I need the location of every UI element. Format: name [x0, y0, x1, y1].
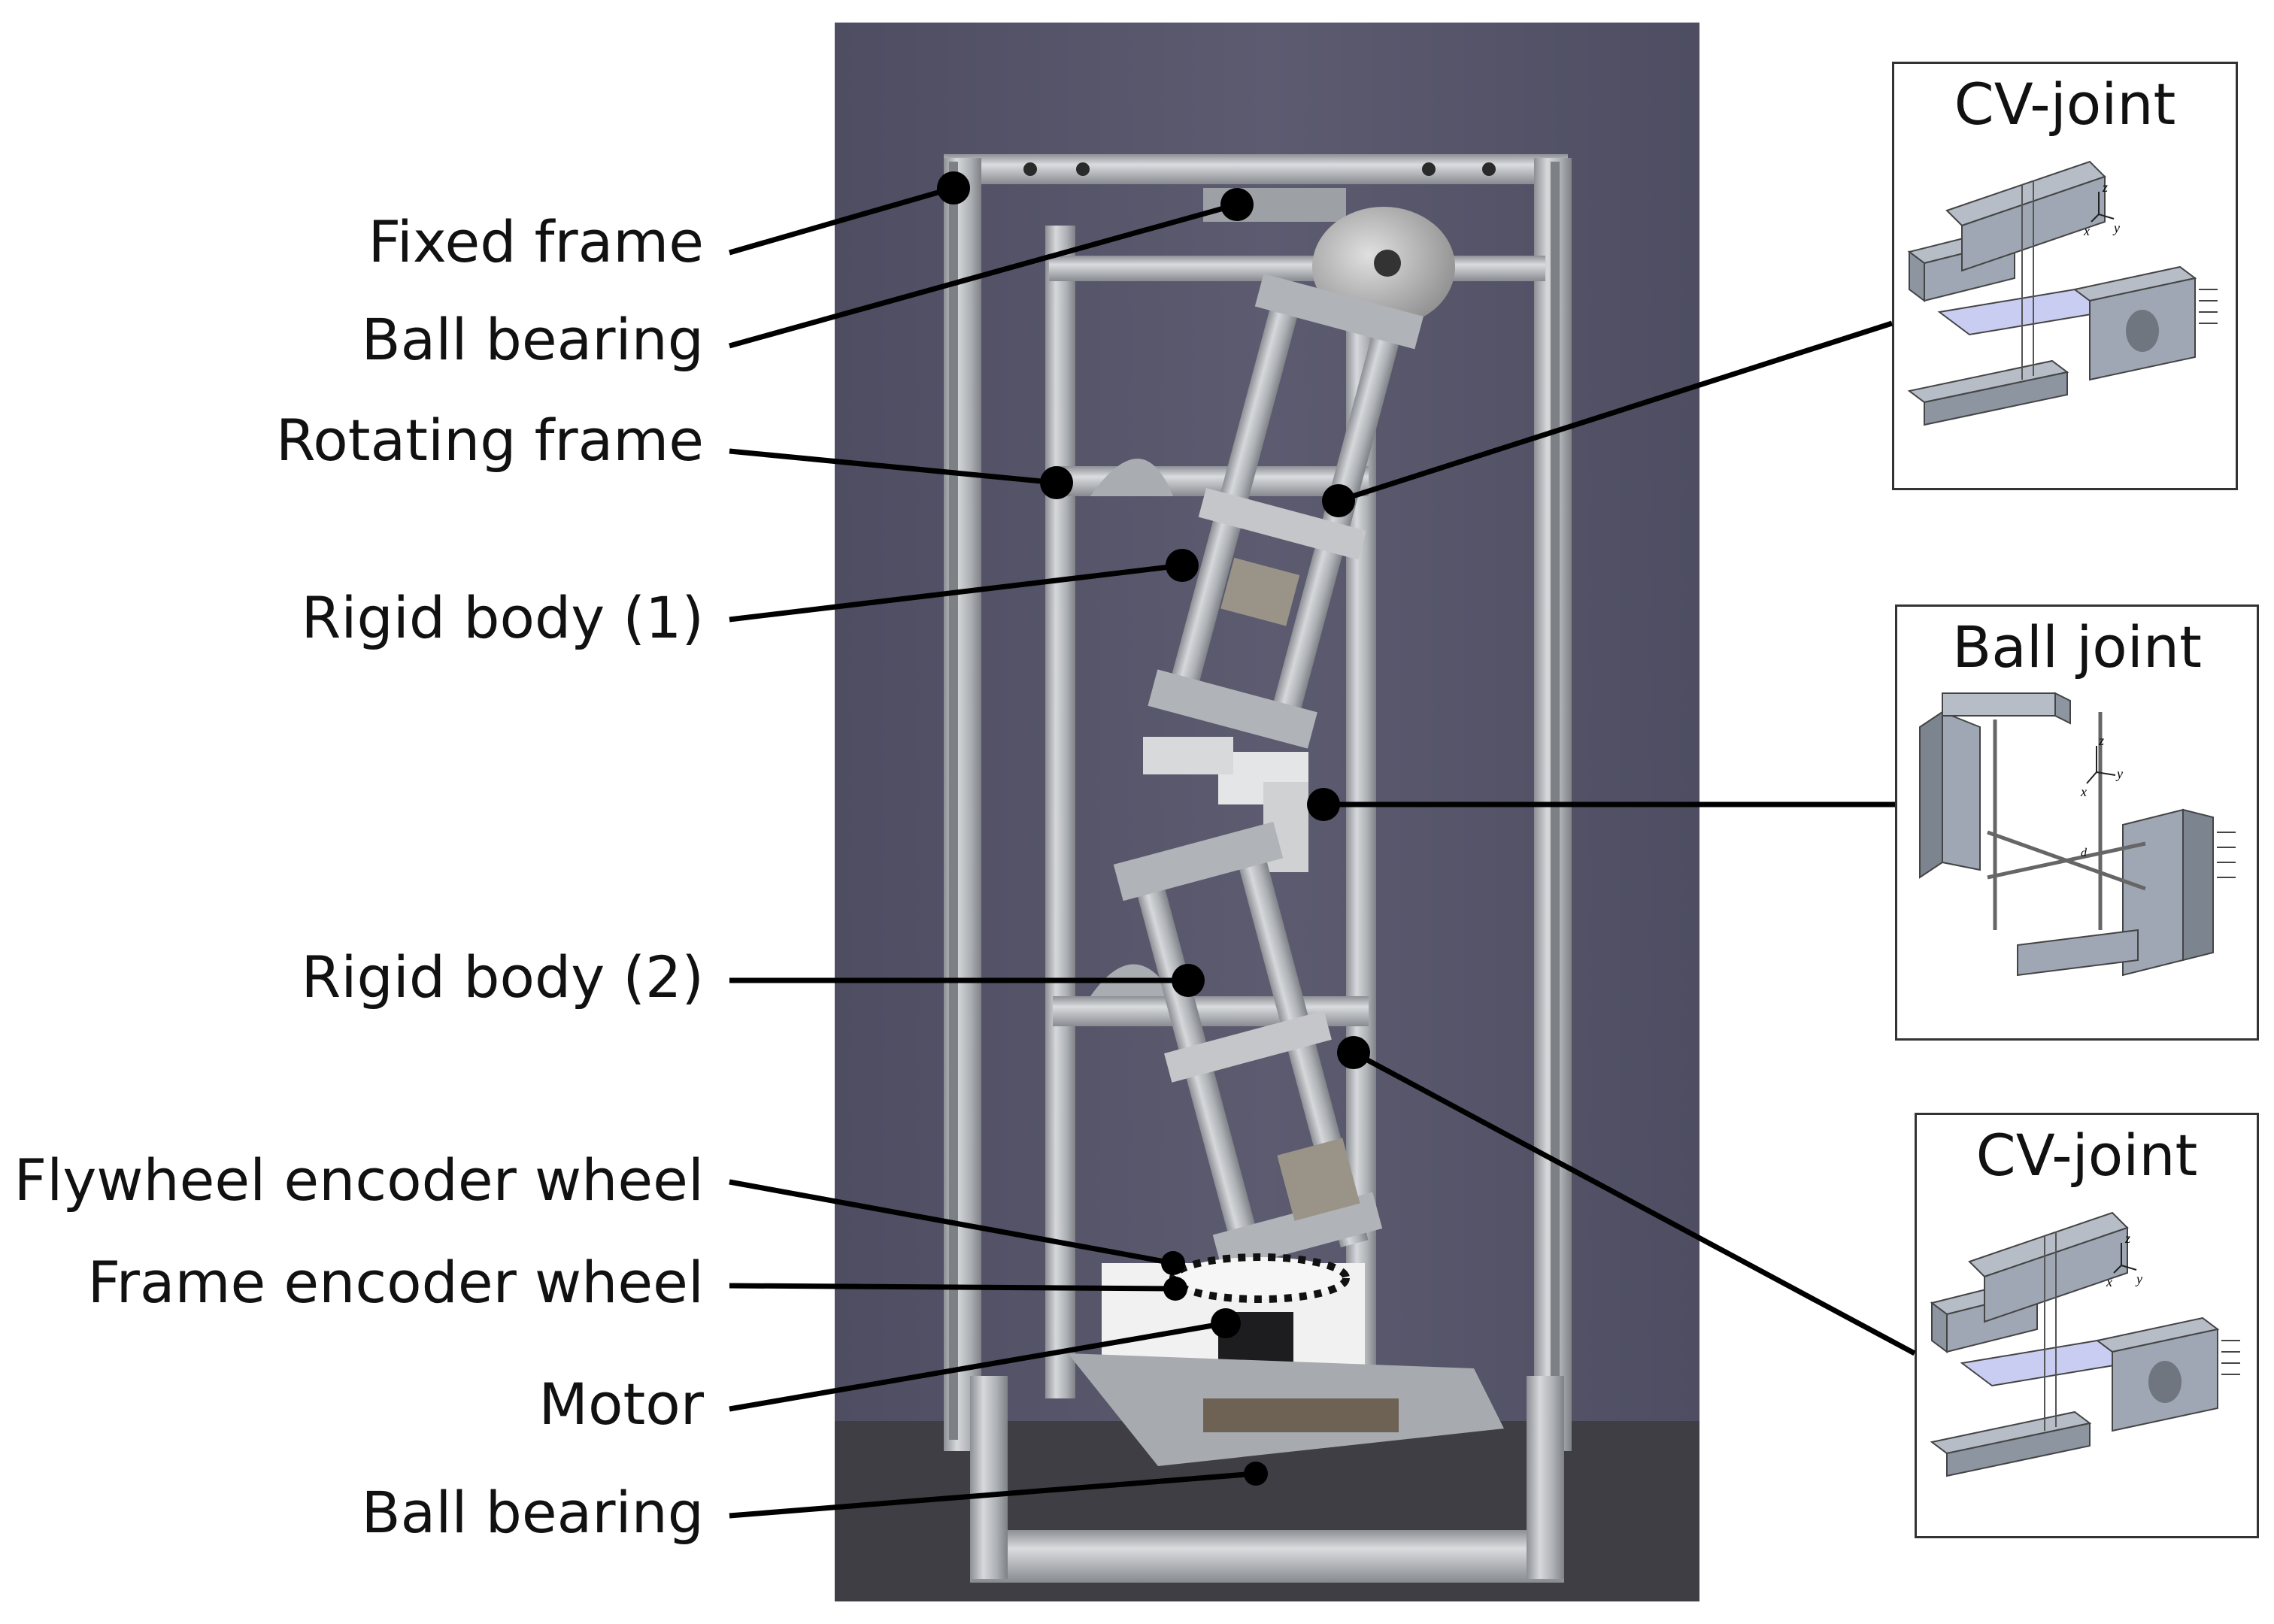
axis-x-label: x — [2083, 223, 2090, 238]
axis-y-label: y — [2115, 766, 2123, 781]
label-motor: Motor — [538, 1371, 704, 1438]
inset-cv-joint-top: CV-joint z x y — [1892, 62, 2238, 490]
inset-title: Ball joint — [1952, 614, 2202, 680]
inset-ball-joint: Ball joint z x y d — [1895, 604, 2259, 1041]
rigid-body-2-structure — [1113, 821, 1383, 1275]
inset-title: CV-joint — [1975, 1122, 2198, 1189]
inset-cv-joint-bottom: CV-joint z x y — [1915, 1113, 2259, 1538]
ball-joint-cad: z x y d — [1919, 692, 2236, 977]
label-ball-bearing-bottom: Ball bearing — [361, 1479, 704, 1546]
label-frame-encoder-wheel: Frame encoder wheel — [87, 1249, 704, 1316]
axis-z-label: z — [2098, 733, 2104, 748]
inset-title: CV-joint — [1954, 71, 2176, 138]
encoder-wheel — [1169, 1253, 1350, 1303]
axis-y-label: y — [2135, 1271, 2142, 1286]
label-flywheel-encoder-wheel: Flywheel encoder wheel — [14, 1147, 705, 1213]
cv-joint-cad: z x y — [1930, 1211, 2240, 1477]
label-rigid-body-2: Rigid body (2) — [301, 944, 704, 1010]
label-rotating-frame: Rotating frame — [275, 407, 704, 474]
axis-x-label: x — [2080, 784, 2087, 799]
label-ball-bearing-top: Ball bearing — [361, 306, 704, 373]
label-rigid-body-1: Rigid body (1) — [301, 584, 704, 651]
dimension-d-label: d — [2081, 847, 2088, 859]
axis-y-label: y — [2112, 220, 2120, 235]
axis-x-label: x — [2106, 1274, 2112, 1289]
axis-z-label: z — [2102, 180, 2108, 195]
label-fixed-frame: Fixed frame — [368, 208, 704, 275]
cv-joint-cad: z x y — [1907, 160, 2218, 426]
axis-z-label: z — [2124, 1231, 2130, 1246]
